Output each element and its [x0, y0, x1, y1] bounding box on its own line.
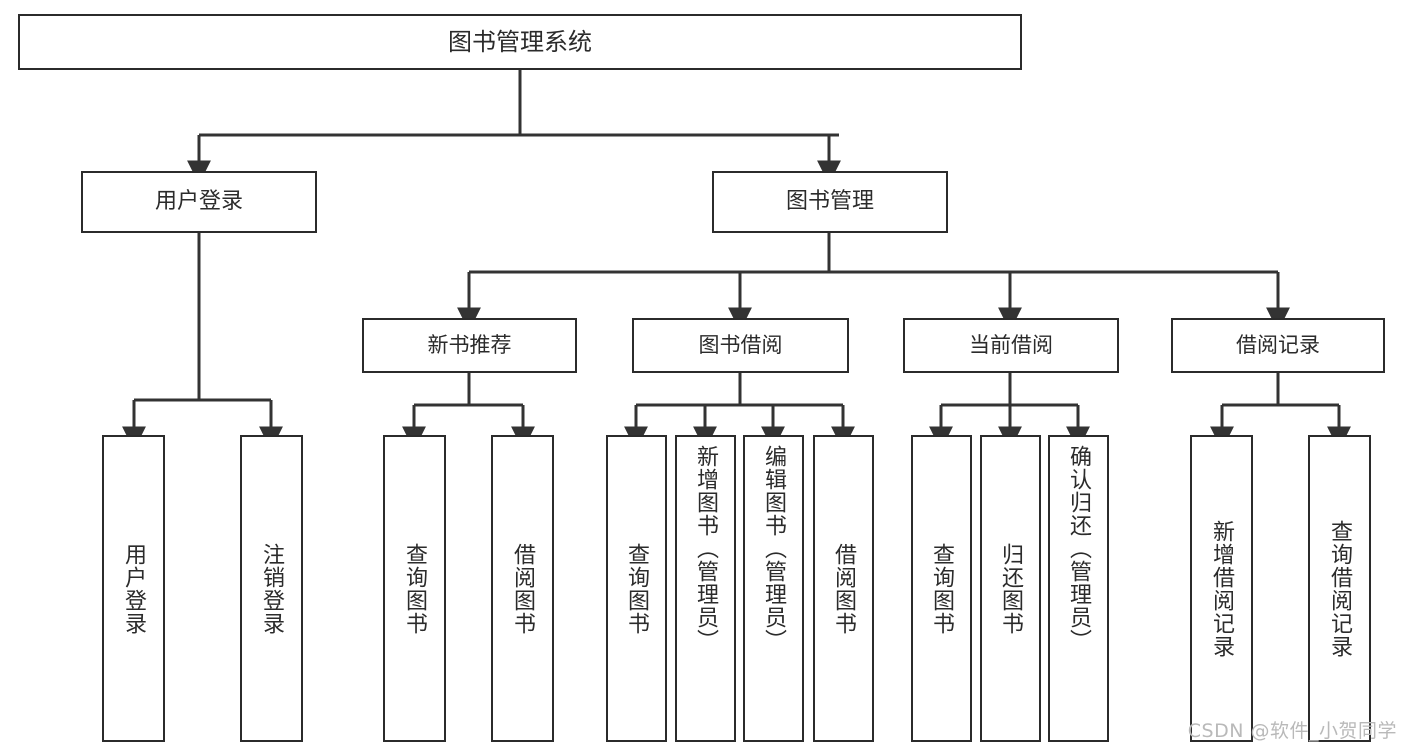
leaf-add-book[interactable]: 新增图书（管理员）	[675, 435, 736, 742]
leaf-logout-login[interactable]: 注销登录	[240, 435, 303, 742]
leaf-label: 借阅图书	[510, 542, 536, 635]
leaf-label: 新增图书（管理员）	[693, 445, 719, 652]
node-new-book-recommend[interactable]: 新书推荐	[362, 318, 577, 373]
leaf-label: 查询借阅记录	[1327, 519, 1353, 658]
leaf-query-book-2[interactable]: 查询图书	[606, 435, 667, 742]
leaf-confirm-return[interactable]: 确认归还（管理员）	[1048, 435, 1109, 742]
leaf-borrow-book-2[interactable]: 借阅图书	[813, 435, 874, 742]
leaf-label: 确认归还（管理员）	[1066, 445, 1092, 652]
leaf-label: 查询图书	[624, 542, 650, 635]
node-book-borrow[interactable]: 图书借阅	[632, 318, 849, 373]
leaf-label: 借阅图书	[831, 542, 857, 635]
leaf-label: 用户登录	[121, 542, 147, 635]
leaf-label: 归还图书	[998, 542, 1024, 635]
leaf-label: 注销登录	[259, 542, 285, 635]
node-root-system[interactable]: 图书管理系统	[18, 14, 1022, 70]
csdn-watermark: CSDN @软件_小贺同学	[1187, 720, 1397, 742]
node-current-borrow[interactable]: 当前借阅	[903, 318, 1119, 373]
leaf-return-book[interactable]: 归还图书	[980, 435, 1041, 742]
node-user-login[interactable]: 用户登录	[81, 171, 317, 233]
leaf-label: 编辑图书（管理员）	[761, 445, 787, 652]
leaf-user-login[interactable]: 用户登录	[102, 435, 165, 742]
leaf-add-record[interactable]: 新增借阅记录	[1190, 435, 1253, 742]
node-book-manage[interactable]: 图书管理	[712, 171, 948, 233]
leaf-query-book-1[interactable]: 查询图书	[383, 435, 446, 742]
leaf-label: 查询图书	[929, 542, 955, 635]
leaf-label: 新增借阅记录	[1209, 519, 1235, 658]
leaf-query-record[interactable]: 查询借阅记录	[1308, 435, 1371, 742]
node-borrow-record[interactable]: 借阅记录	[1171, 318, 1385, 373]
leaf-borrow-book-1[interactable]: 借阅图书	[491, 435, 554, 742]
leaf-query-book-3[interactable]: 查询图书	[911, 435, 972, 742]
leaf-edit-book[interactable]: 编辑图书（管理员）	[743, 435, 804, 742]
leaf-label: 查询图书	[402, 542, 428, 635]
